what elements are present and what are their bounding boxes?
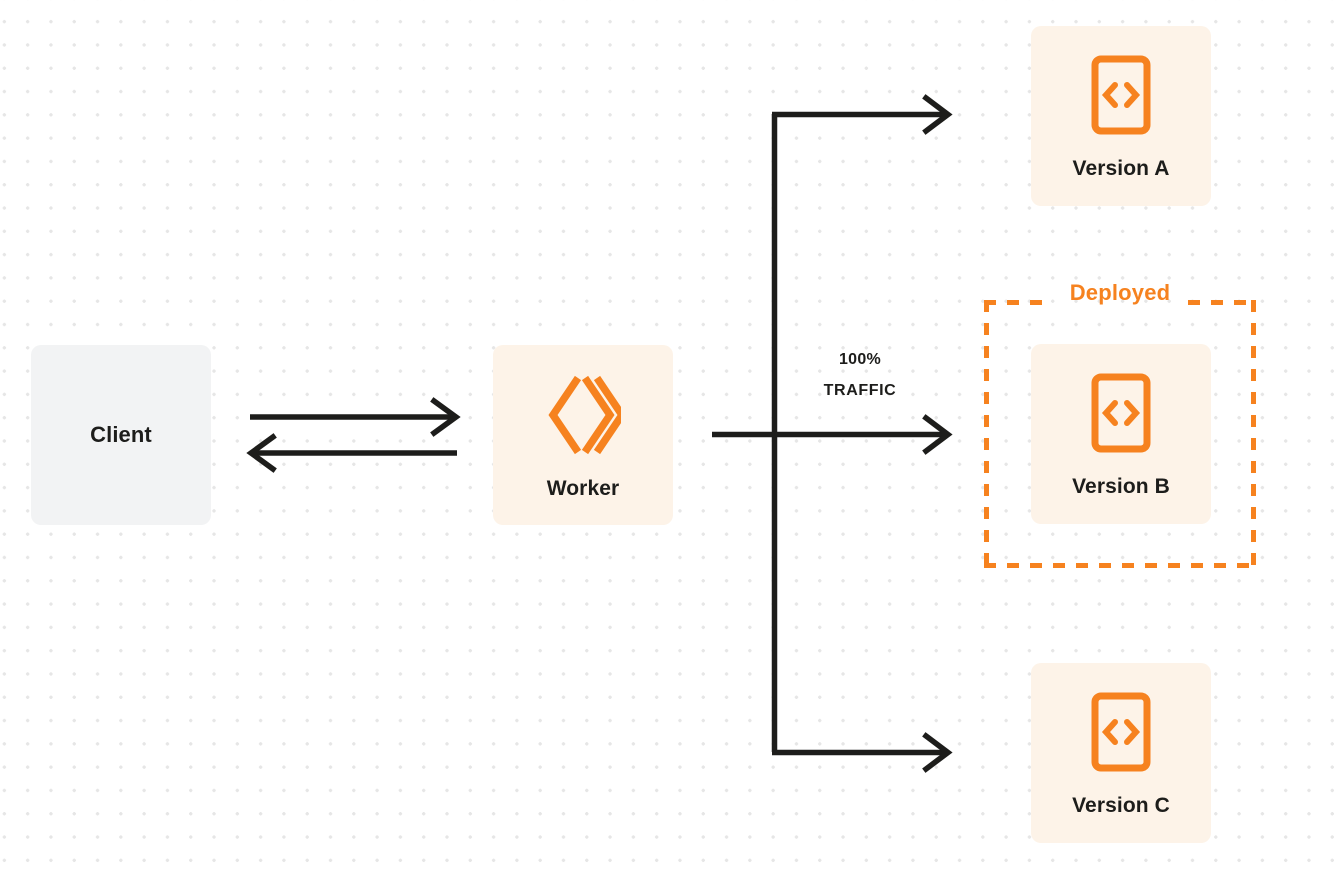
edge-worker-to-version-c [772, 732, 953, 773]
deployed-group-label: Deployed [1069, 280, 1171, 305]
code-file-icon [1090, 372, 1152, 454]
traffic-label: 100% TRAFFIC [790, 352, 930, 399]
node-worker[interactable]: Worker [493, 345, 673, 525]
group-border-bottom [984, 563, 1256, 568]
traffic-caption: TRAFFIC [823, 382, 897, 399]
code-file-icon [1090, 691, 1152, 773]
edge-worker-to-version-a [772, 94, 953, 135]
edge-worker-to-version-b [712, 414, 953, 455]
edge-client-to-worker [250, 397, 461, 437]
node-worker-label: Worker [546, 476, 620, 500]
node-version-c-label: Version C [1072, 793, 1170, 817]
group-border-top-left [984, 300, 1052, 305]
node-version-c[interactable]: Version C [1031, 663, 1211, 843]
deployed-group: Deployed [984, 282, 1256, 568]
node-version-b[interactable]: Version B [1031, 344, 1211, 524]
edge-worker-to-client [246, 433, 457, 473]
group-border-left [984, 300, 989, 568]
traffic-percent: 100% [838, 351, 882, 368]
node-version-b-label: Version B [1072, 474, 1170, 498]
node-version-a[interactable]: Version A [1031, 26, 1211, 206]
node-version-a-label: Version A [1072, 156, 1170, 180]
workers-logo-icon [545, 372, 621, 458]
group-border-right [1251, 300, 1256, 568]
node-client[interactable]: Client [31, 345, 211, 525]
code-file-icon [1090, 54, 1152, 136]
group-border-top-right [1188, 300, 1256, 305]
node-client-label: Client [90, 422, 152, 447]
